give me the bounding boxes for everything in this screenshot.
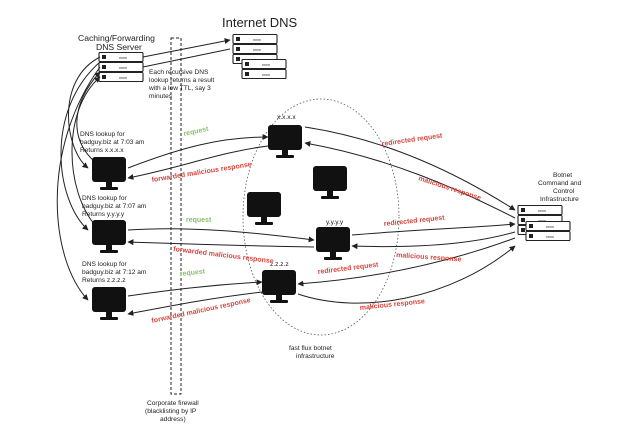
svg-text:Command and: Command and — [538, 180, 582, 187]
svg-text:fast flux botnet: fast flux botnet — [289, 345, 332, 352]
redirected-label-2: redirected request — [383, 215, 445, 228]
malicious-label-1: malicious response — [417, 175, 481, 202]
request-arrow-1 — [127, 134, 269, 169]
svg-text:lookup returns a result: lookup returns a result — [149, 77, 214, 84]
redirect-arrow-3 — [297, 237, 516, 287]
request-arrow-3 — [127, 279, 263, 297]
svg-text:Returns x.x.x.x: Returns x.x.x.x — [80, 147, 124, 154]
svg-text:minutes: minutes — [149, 93, 173, 100]
request-label-1: request — [183, 126, 210, 138]
malicious-label-2: malicious response — [396, 252, 462, 264]
bot-y-monitor — [316, 227, 350, 260]
bot-z-monitor — [262, 270, 296, 303]
forwarded-label-1: forwarded malicious response — [151, 161, 252, 184]
svg-text:Returns z.z.z.z: Returns z.z.z.z — [82, 277, 126, 284]
request-label-2: request — [186, 217, 212, 224]
caching-server-title-line1: Caching/Forwarding — [78, 33, 155, 43]
redirected-label-1: redirected request — [381, 132, 443, 148]
svg-text:Corporate firewall: Corporate firewall — [147, 400, 199, 407]
bot-x-monitor — [268, 125, 302, 158]
client-monitor-1 — [92, 157, 126, 190]
svg-text:address): address) — [160, 416, 186, 423]
svg-text:badguy.biz at 7:03 am: badguy.biz at 7:03 am — [80, 139, 145, 146]
svg-text:DNS lookup for: DNS lookup for — [80, 131, 126, 138]
ttl-note: Each recursive DNS lookup returns a resu… — [148, 69, 214, 100]
svg-text:Infrastructure: Infrastructure — [540, 196, 579, 203]
redirect-arrow-2 — [351, 221, 516, 236]
cache-client3-link — [56, 66, 101, 301]
response-arrow-1 — [127, 145, 269, 180]
bot-monitor-upper-right — [313, 166, 347, 199]
client-monitor-2 — [92, 220, 126, 253]
request-arrow-2 — [127, 228, 315, 243]
lookup-label-2: DNS lookup for badguy.biz at 7:07 am Ret… — [82, 195, 147, 218]
svg-text:infrastructure: infrastructure — [296, 353, 335, 360]
svg-text:DNS lookup for: DNS lookup for — [82, 195, 128, 202]
response-arrow-3 — [127, 291, 263, 316]
bot-monitor-left — [247, 192, 281, 225]
request-label-3: request — [179, 268, 206, 278]
malicious-arrow-3 — [297, 245, 516, 304]
malicious-arrow-2 — [351, 231, 516, 250]
client-monitor-3 — [92, 287, 126, 320]
corporate-firewall — [170, 37, 182, 395]
ip-y-label: y.y.y.y — [326, 219, 344, 226]
svg-text:DNS lookup for: DNS lookup for — [82, 261, 128, 268]
internet-dns-servers-icon — [232, 33, 287, 80]
redirected-label-3: redirected request — [317, 262, 379, 276]
svg-text:Control: Control — [553, 188, 575, 195]
svg-text:Returns y.y.y.y: Returns y.y.y.y — [82, 211, 125, 218]
internet-dns-title: Internet DNS — [222, 15, 297, 30]
caching-to-dns-line — [142, 38, 231, 58]
cache-client2-link — [60, 61, 101, 231]
svg-text:Each recursive DNS: Each recursive DNS — [149, 69, 209, 76]
caching-dns-server-icon — [98, 51, 144, 83]
botnet-label: Botnet Command and Control Infrastructur… — [538, 172, 582, 203]
lookup-label-1: DNS lookup for badguy.biz at 7:03 am Ret… — [80, 131, 145, 154]
caching-to-dns-line-2 — [142, 48, 231, 68]
caching-server-title-line2: DNS Server — [96, 42, 142, 52]
fast-flux-ellipse — [242, 98, 400, 336]
svg-text:with a low TTL, say 3: with a low TTL, say 3 — [148, 85, 211, 92]
svg-text:badguy.biz at 7:07 am: badguy.biz at 7:07 am — [82, 203, 147, 210]
botnet-servers-icon — [517, 204, 571, 242]
ip-x-label: x.x.x.x — [277, 114, 296, 121]
ip-z-label: z.z.z.z — [270, 261, 289, 268]
fast-flux-label: fast flux botnet infrastructure — [289, 345, 335, 360]
svg-text:badguy.biz at 7:12 am: badguy.biz at 7:12 am — [82, 269, 147, 276]
lookup-label-3: DNS lookup for badguy.biz at 7:12 am Ret… — [82, 261, 147, 284]
firewall-label: Corporate firewall (blacklisting by IP a… — [145, 400, 199, 423]
client1-cache-link — [76, 71, 101, 163]
cache-client1-link — [68, 56, 101, 169]
svg-text:Botnet: Botnet — [553, 172, 572, 179]
response-arrow-2 — [127, 239, 315, 248]
malicious-arrow-1 — [304, 140, 516, 219]
redirect-arrow-1 — [304, 126, 516, 211]
client2-cache-link — [71, 76, 101, 226]
svg-text:(blacklisting by IP: (blacklisting by IP — [145, 408, 197, 415]
forwarded-label-2: forwarded malicious response — [173, 246, 274, 265]
